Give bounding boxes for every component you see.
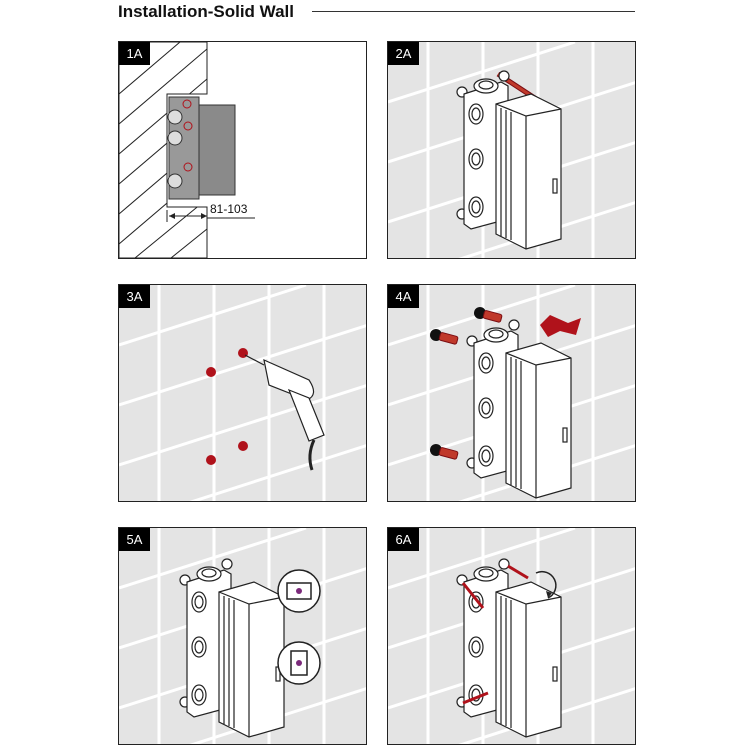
valve-diagram [388,42,635,258]
page-title: Installation-Solid Wall [118,2,294,21]
dimension-label: 81-103 [210,202,248,216]
drilling-diagram [119,285,366,501]
direction-arrow-icon [540,315,581,337]
step-label: 4A [388,285,419,308]
step-panel-4a: 4A [387,284,636,502]
drill-icon [244,354,325,471]
step-panel-3a: 3A [118,284,367,502]
step-panel-6a: 6A [387,527,636,745]
title-divider [312,11,635,12]
step-panel-1a: 1A 81-103 [118,41,367,259]
wall-section-diagram [119,42,255,258]
step-label: 5A [119,528,150,551]
step-panel-5a: 5A [118,527,367,745]
step-label: 2A [388,42,419,65]
leveling-diagram [119,528,366,744]
anchor-insertion-diagram [388,285,635,501]
step-label: 6A [388,528,419,551]
screw-fixing-diagram [388,528,635,744]
step-label: 1A [119,42,150,65]
step-label: 3A [119,285,150,308]
step-panel-2a: 2A [387,41,636,259]
rotate-arrow-icon [535,570,557,599]
